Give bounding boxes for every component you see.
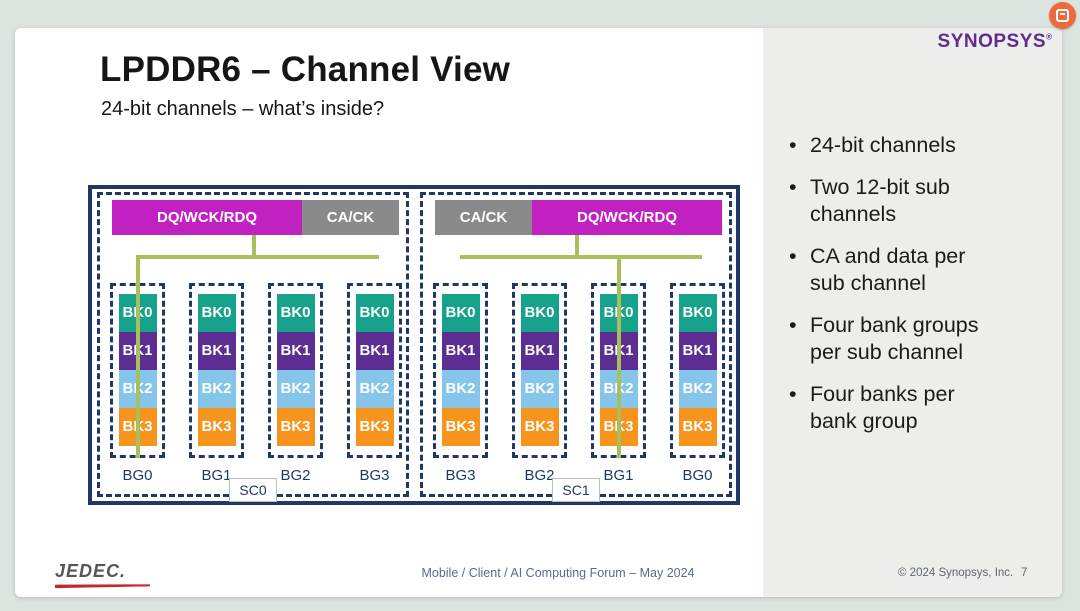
dq-wck-rdq-block: DQ/WCK/RDQ: [532, 200, 722, 235]
bank-block: BK0: [355, 294, 394, 332]
bank-group-label: BG1: [201, 467, 232, 484]
bank-block: BK1: [276, 332, 315, 370]
bank-block: BK2: [678, 370, 717, 408]
bank-block: BK0: [197, 294, 236, 332]
bank-group-label: BG2: [524, 467, 555, 484]
dq-wck-rdq-block: DQ/WCK/RDQ: [112, 200, 302, 235]
bank-block: BK2: [197, 370, 236, 408]
bank-block: BK3: [355, 408, 394, 446]
bank-group-label: BG0: [682, 467, 713, 484]
bank-block: BK3: [520, 408, 559, 446]
bank-group-label: BG3: [359, 467, 390, 484]
bank-block: BK0: [678, 294, 717, 332]
bullet-list: 24-bit channelsTwo 12-bit sub channelsCA…: [787, 132, 999, 450]
synopsys-logo: SYNOPSYS®: [930, 31, 1060, 53]
bank-group-label: BG0: [122, 467, 153, 484]
bank-block: BK2: [355, 370, 394, 408]
bank-block: BK0: [520, 294, 559, 332]
bus-line-horizontal: [137, 255, 379, 259]
jedec-wordmark: JEDEC.: [55, 561, 127, 581]
bank-block: BK3: [678, 408, 717, 446]
footer-copyright: © 2024 Synopsys, Inc.: [898, 567, 1014, 579]
bank-block: BK3: [276, 408, 315, 446]
sub-channel-label: SC1: [552, 478, 600, 502]
bank-block: BK3: [197, 408, 236, 446]
bullet-item: CA and data per sub channel: [787, 243, 999, 298]
extension-badge-icon: [1056, 9, 1069, 22]
synopsys-wordmark: SYNOPSYS: [937, 31, 1047, 52]
bus-line-vertical: [616, 255, 621, 458]
footer-page-number: 7: [1021, 567, 1028, 579]
channel-diagram: DQ/WCK/RDQCA/CKBK0BK1BK2BK3BG0BK0BK1BK2B…: [88, 185, 740, 505]
bank-block: BK1: [678, 332, 717, 370]
bank-block: BK0: [276, 294, 315, 332]
bank-block: BK2: [520, 370, 559, 408]
bank-block: BK0: [441, 294, 480, 332]
bank-group-label: BG1: [603, 467, 634, 484]
bus-line-stub: [252, 235, 256, 259]
bank-block: BK2: [441, 370, 480, 408]
sub-channel-label: SC0: [229, 478, 277, 502]
bank-group-label: BG2: [280, 467, 311, 484]
page-subtitle: 24-bit channels – what’s inside?: [101, 98, 385, 120]
sub-channel-box: DQ/WCK/RDQCA/CKBK0BK1BK2BK3BG0BK0BK1BK2B…: [97, 192, 409, 502]
bullet-item: Two 12-bit sub channels: [787, 174, 999, 229]
bullet-item: Four bank groups per sub channel: [787, 312, 999, 367]
ca-ck-block: CA/CK: [435, 200, 532, 235]
bank-block: BK1: [441, 332, 480, 370]
bank-group-label: BG3: [445, 467, 476, 484]
bank-block: BK1: [197, 332, 236, 370]
bank-block: BK1: [355, 332, 394, 370]
bullet-item: Four banks per bank group: [787, 381, 999, 436]
bus-line-horizontal: [460, 255, 702, 259]
jedec-swoosh-icon: [55, 581, 150, 589]
jedec-logo: JEDEC.: [55, 561, 150, 588]
page-title: LPDDR6 – Channel View: [100, 50, 511, 89]
registered-mark: ®: [1046, 32, 1053, 42]
extension-badge[interactable]: [1049, 2, 1076, 29]
ca-ck-block: CA/CK: [302, 200, 399, 235]
bank-block: BK2: [276, 370, 315, 408]
slide: LPDDR6 – Channel View 24-bit channels – …: [15, 28, 1062, 597]
bank-block: BK1: [520, 332, 559, 370]
bank-block: BK3: [441, 408, 480, 446]
footer-event-text: Mobile / Client / AI Computing Forum – M…: [421, 566, 695, 580]
bus-line-stub: [575, 235, 579, 259]
bus-line-vertical: [135, 255, 140, 458]
bullet-item: 24-bit channels: [787, 132, 999, 160]
